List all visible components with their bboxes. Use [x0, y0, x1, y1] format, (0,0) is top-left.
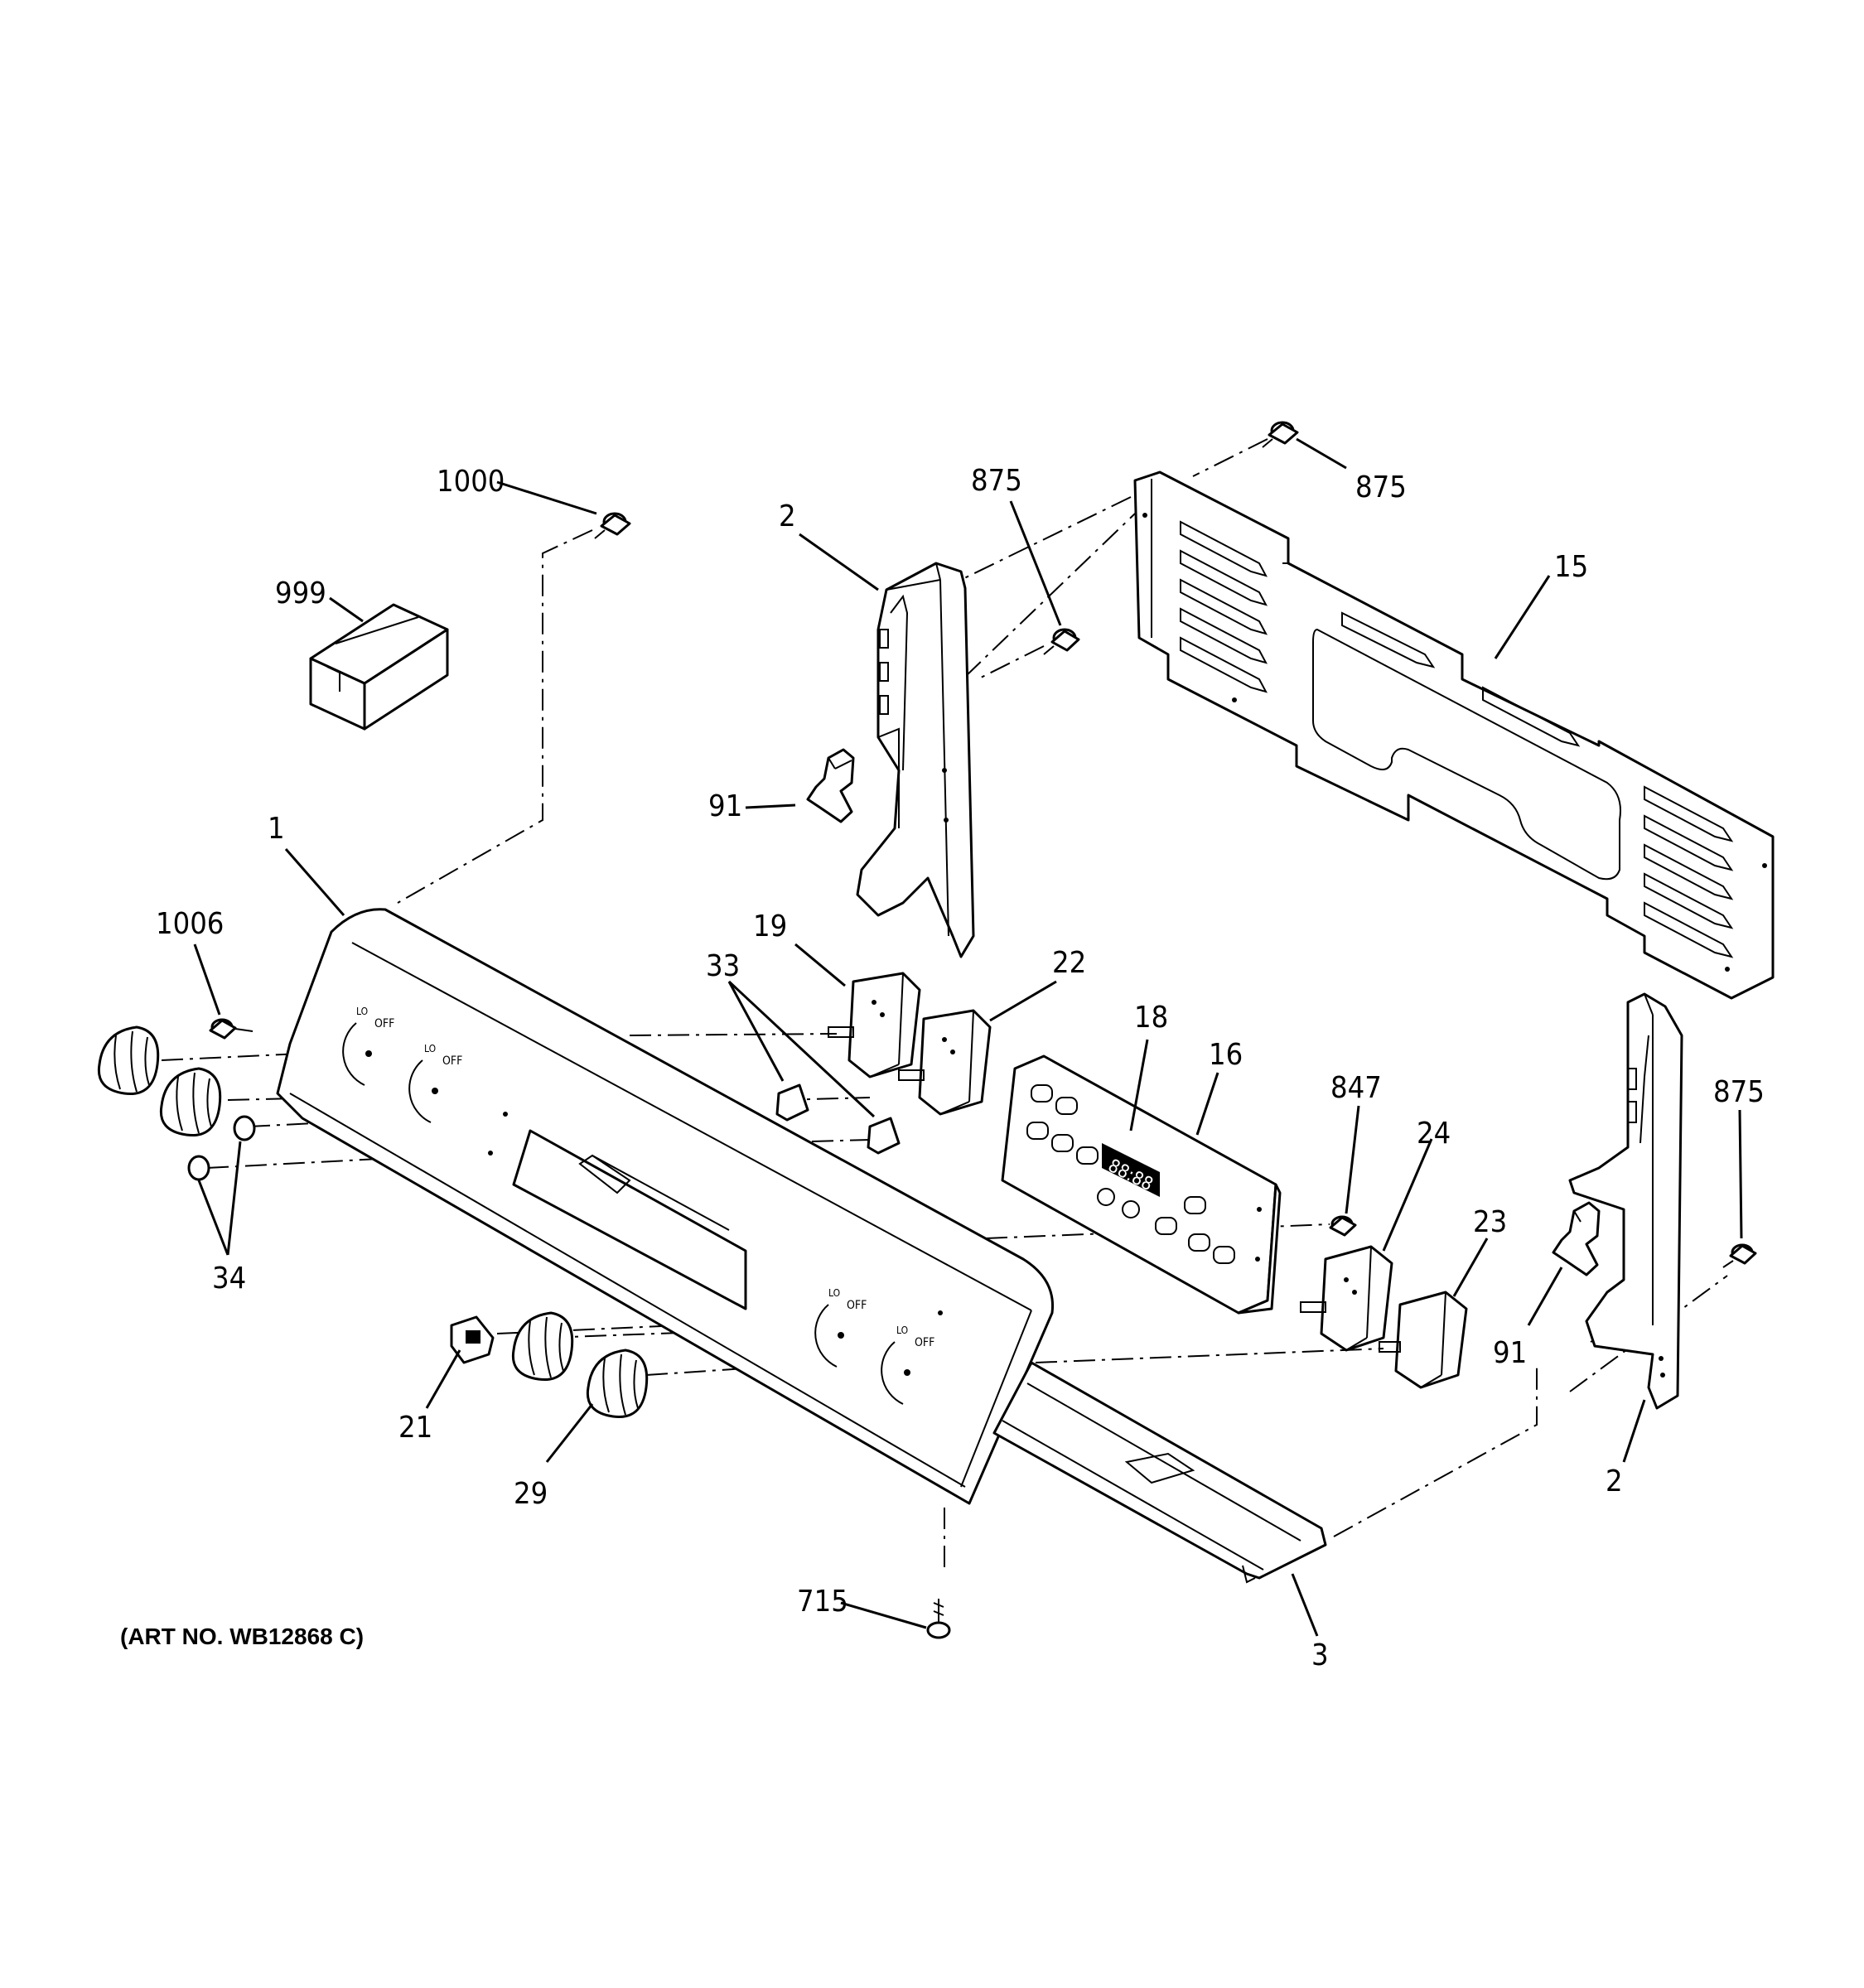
infinite-switch-23 [1379, 1291, 1468, 1389]
screw-847 [1329, 1215, 1357, 1237]
callout-1: 1 [268, 812, 285, 846]
knob-lower-2 [586, 1349, 649, 1419]
callout-34: 34 [212, 1262, 246, 1296]
callout-15: 15 [1554, 550, 1588, 584]
callout-875-top: 875 [1355, 470, 1407, 504]
callout-999: 999 [275, 577, 326, 610]
screw-875-right [1722, 1243, 1757, 1268]
callout-1000: 1000 [437, 465, 505, 499]
callout-18: 18 [1134, 1001, 1168, 1035]
callout-16: 16 [1209, 1038, 1243, 1072]
screw-1000 [594, 512, 631, 539]
indicator-lens-1 [233, 1115, 256, 1141]
knob-upper-2 [159, 1067, 222, 1137]
callout-19: 19 [753, 910, 787, 943]
callout-24: 24 [1417, 1117, 1451, 1151]
callout-2-right: 2 [1606, 1464, 1623, 1498]
callout-847: 847 [1330, 1071, 1382, 1105]
rear-shield-panel [1133, 470, 1775, 1000]
control-panel-main: LO OFF LO OFF LO OFF LO OFF [276, 908, 1055, 1505]
callout-2-upper: 2 [779, 499, 796, 533]
leader-lines [193, 437, 1743, 1637]
screw-875-upper [1043, 628, 1080, 655]
infinite-switch-19 [828, 972, 921, 1078]
indicator-lens-2 [187, 1155, 210, 1181]
callout-3: 3 [1311, 1638, 1329, 1672]
callout-91-upper: 91 [708, 789, 742, 823]
svg-text:OFF: OFF [847, 1299, 867, 1312]
art-number-caption: (ART NO. WB12868 C) [120, 1624, 364, 1649]
control-board: 88:88 [1001, 1054, 1282, 1315]
side-bracket-upper [856, 562, 975, 958]
svg-text:OFF: OFF [442, 1054, 462, 1068]
svg-text:OFF: OFF [374, 1017, 394, 1030]
rocker-switch-33-right [867, 1117, 901, 1155]
svg-text:LO: LO [896, 1325, 908, 1336]
callout-22: 22 [1052, 946, 1086, 980]
callout-1006: 1006 [156, 907, 224, 941]
clip-right [1552, 1201, 1601, 1276]
knob-lower-1 [511, 1311, 574, 1382]
knob-upper-1 [97, 1025, 160, 1096]
trim-strip [992, 1361, 1327, 1584]
svg-text:LO: LO [424, 1043, 436, 1054]
side-bracket-right [1568, 992, 1683, 1410]
svg-text:LO: LO [828, 1287, 840, 1299]
svg-text:LO: LO [356, 1006, 368, 1017]
callout-23: 23 [1473, 1205, 1507, 1239]
callout-715: 715 [797, 1585, 848, 1619]
callout-875-upper: 875 [971, 464, 1022, 498]
callout-29: 29 [514, 1477, 548, 1511]
screw-1006 [209, 1018, 254, 1040]
callout-875-right: 875 [1713, 1075, 1765, 1109]
callout-labels: 1000 999 2 875 875 15 91 1 1006 19 33 22… [156, 464, 1765, 1672]
screw-715 [926, 1599, 951, 1639]
callout-91-right: 91 [1493, 1336, 1527, 1370]
screw-875-top [1262, 421, 1299, 448]
infinite-switch-24 [1300, 1245, 1393, 1352]
clip-upper [806, 748, 855, 823]
carton-box [309, 603, 449, 731]
callout-21: 21 [398, 1411, 432, 1445]
rocker-switch-21 [450, 1315, 495, 1364]
svg-text:OFF: OFF [915, 1336, 934, 1349]
rocker-switch-33-left [775, 1083, 809, 1122]
infinite-switch-22 [898, 1009, 992, 1116]
callout-33: 33 [706, 949, 740, 983]
